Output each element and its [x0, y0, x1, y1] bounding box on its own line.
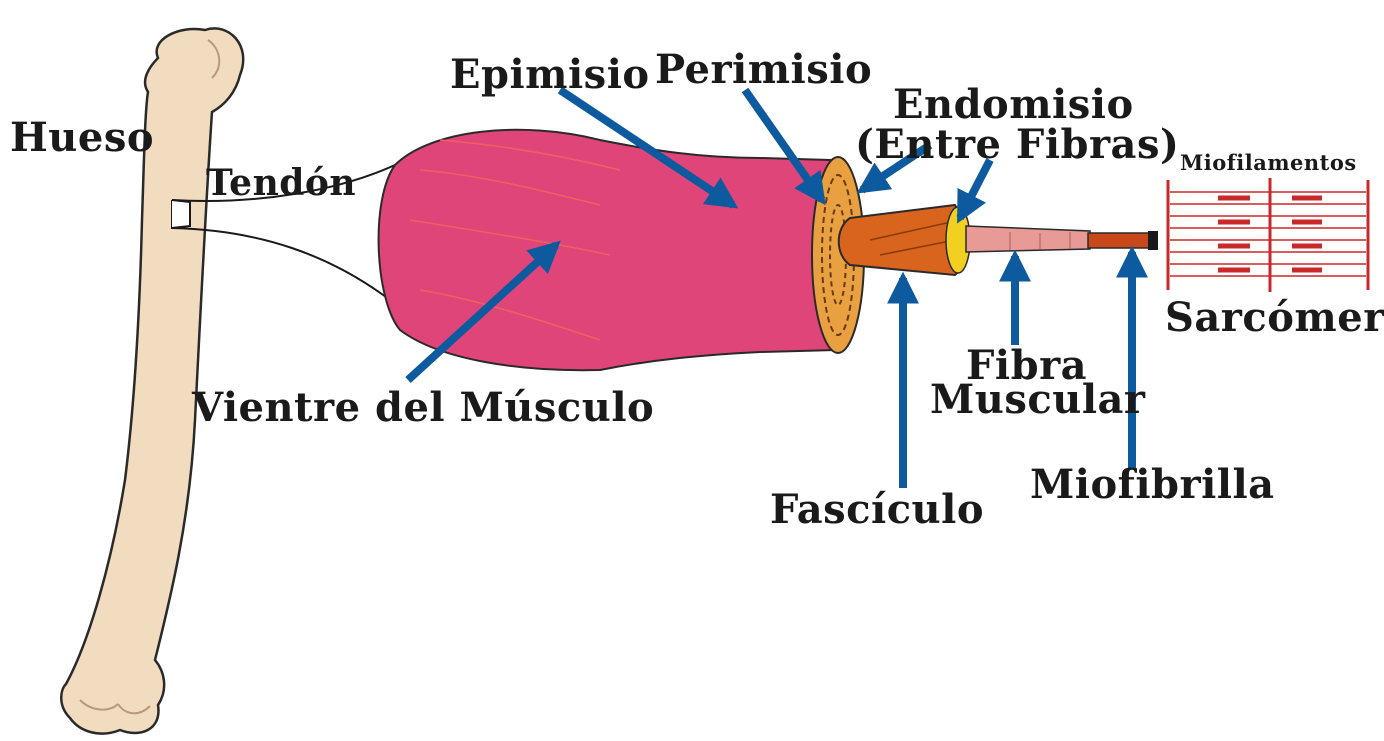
label-epimisio: Epimisio [450, 55, 650, 95]
label-miofibrilla: Miofibrilla [1030, 465, 1275, 505]
label-fasciculo: Fascículo [770, 490, 984, 530]
label-muscular: Muscular [930, 380, 1146, 420]
label-sarcomero: Sarcómero [1165, 298, 1384, 338]
muscle-fiber [966, 226, 1090, 252]
myofibril [1088, 231, 1158, 250]
label-miofilamentos: Miofilamentos [1180, 152, 1357, 173]
label-hueso: Hueso [10, 118, 154, 158]
sarcomere-myofilaments [1168, 178, 1368, 292]
label-entre-fibras: (Entre Fibras) [855, 125, 1179, 165]
label-endomisio: Endomisio [893, 85, 1134, 125]
label-vientre: Vientre del Músculo [192, 388, 654, 428]
label-perimisio: Perimisio [655, 50, 872, 90]
arrow-entre-fibras [960, 160, 990, 218]
label-tendon: Tendón [206, 165, 356, 201]
muscle-belly [379, 130, 835, 370]
